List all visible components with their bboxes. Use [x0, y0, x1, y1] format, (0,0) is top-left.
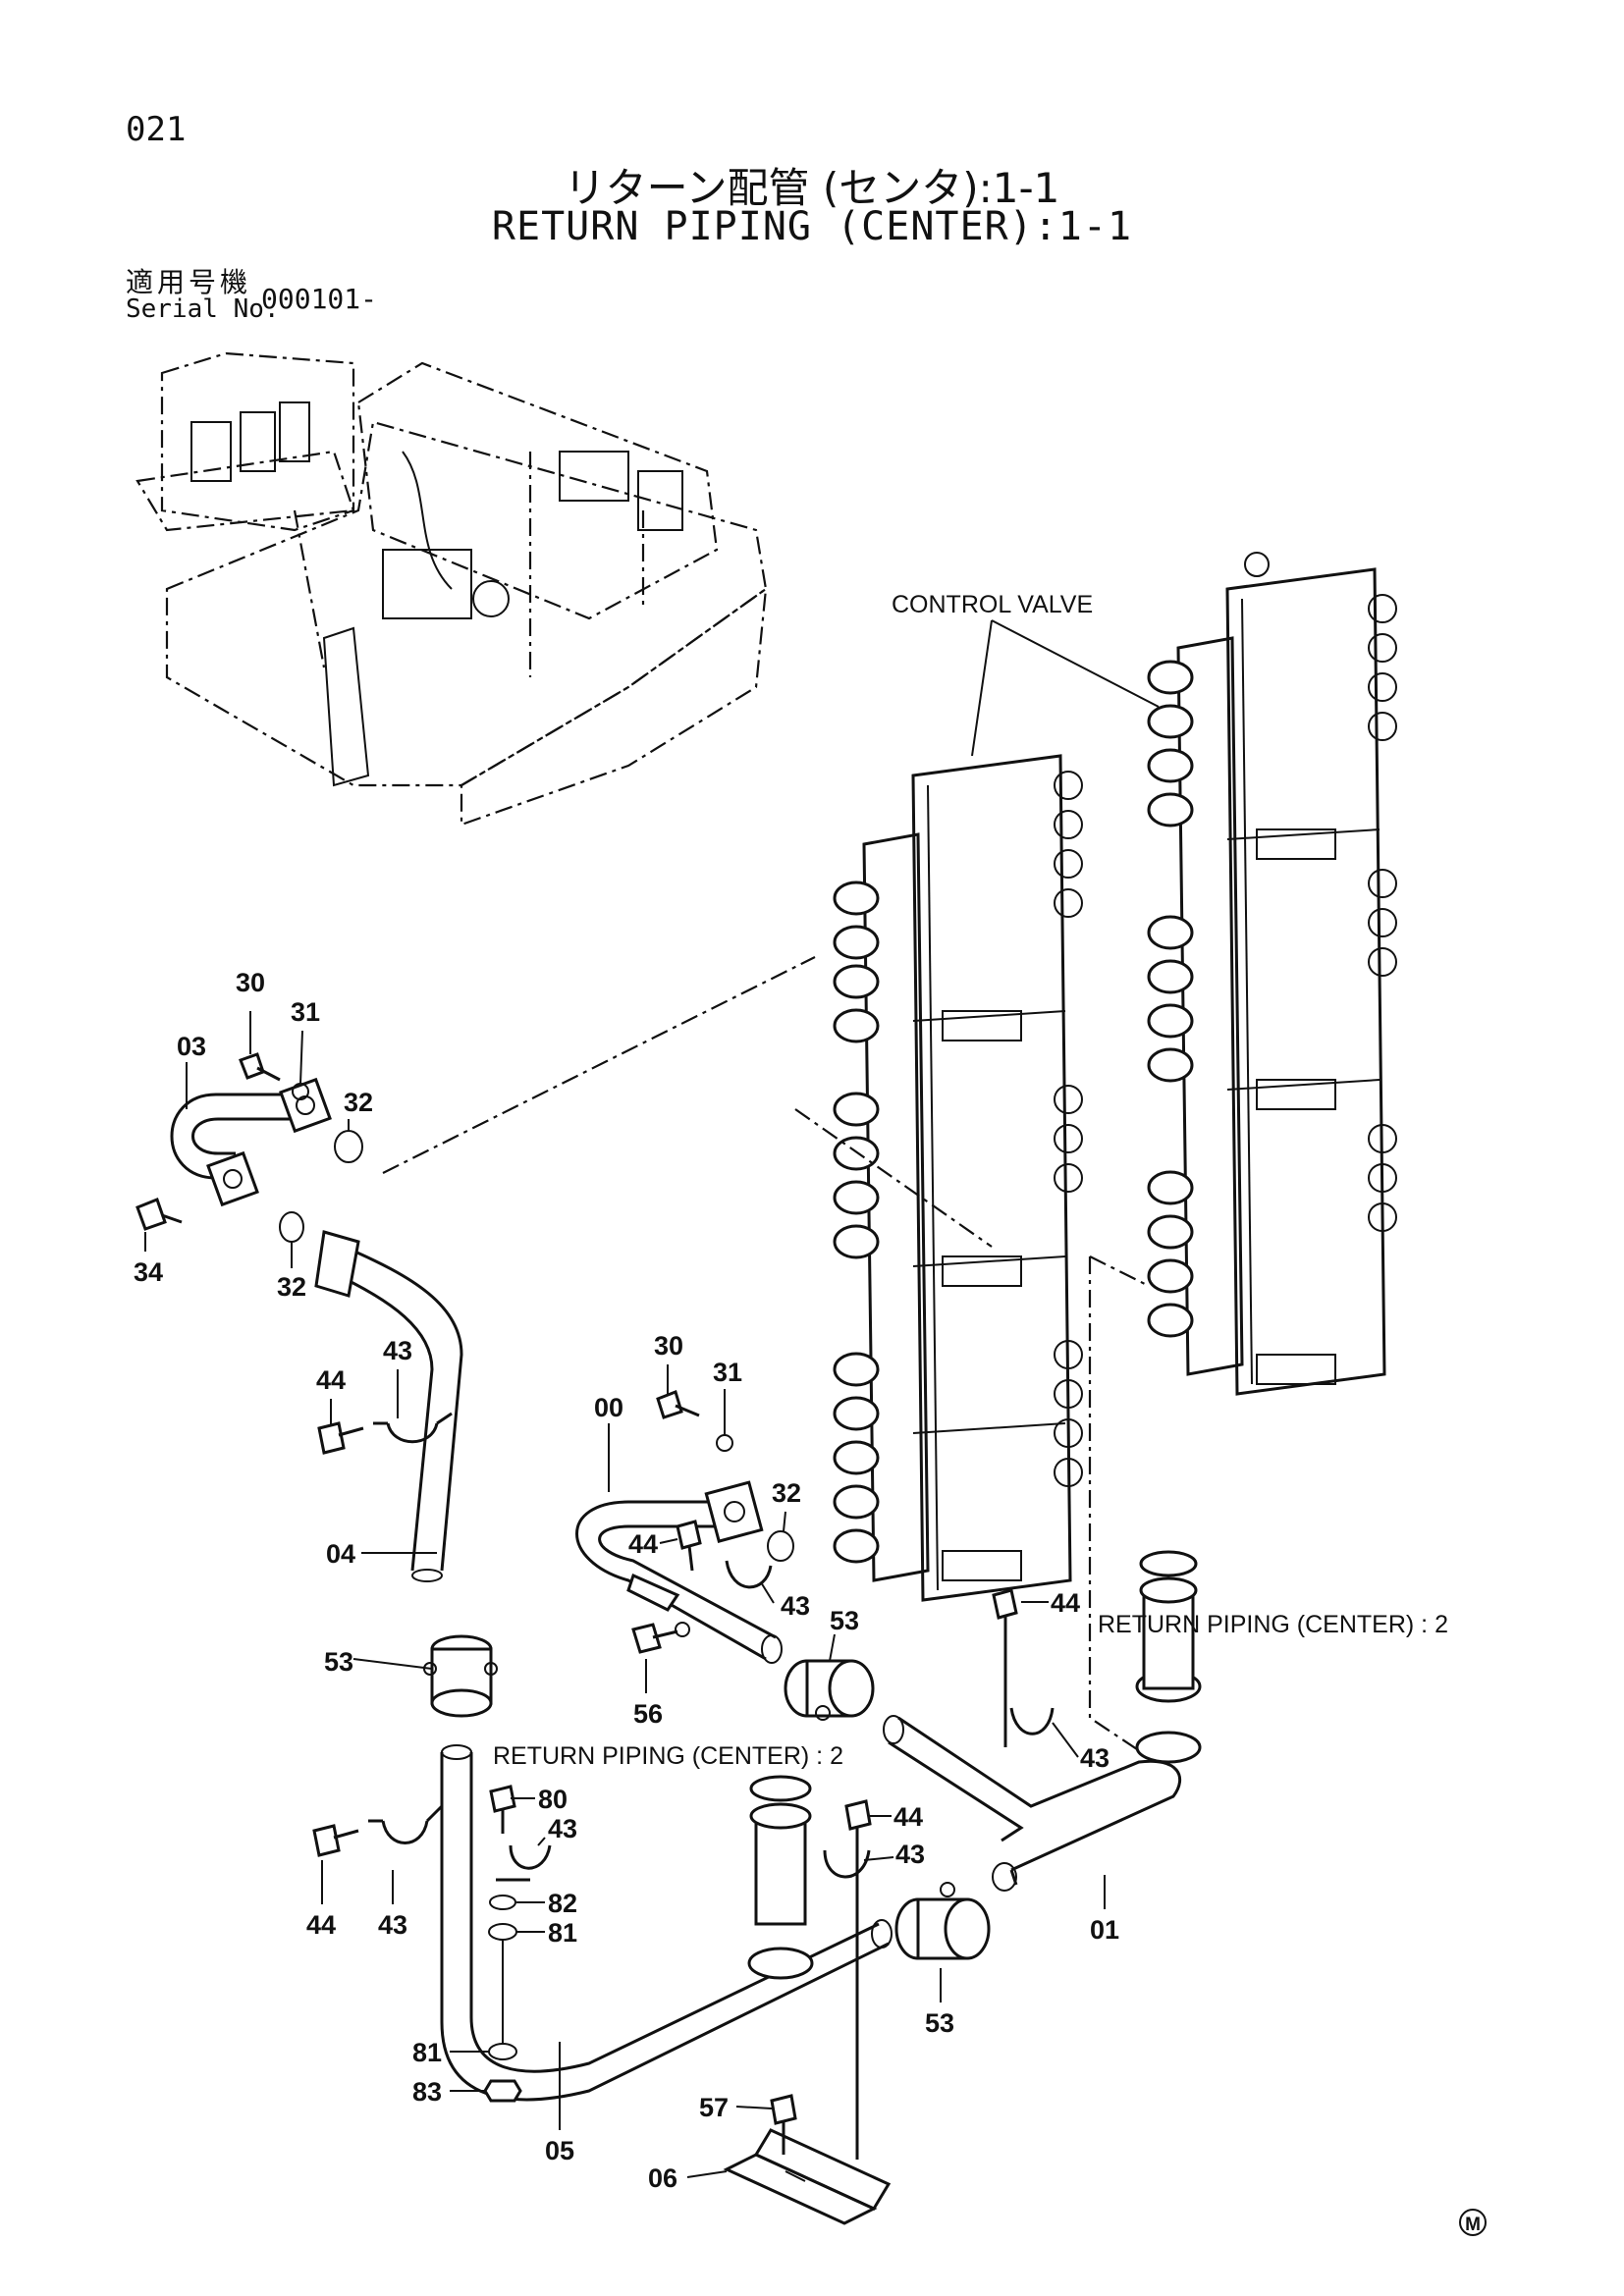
callout-43: 43	[1080, 1743, 1110, 1773]
maker-mark-letter: M	[1465, 2215, 1481, 2235]
pipe-04	[314, 1230, 463, 1582]
cross-ref-right: RETURN PIPING (CENTER) : 2	[1098, 1611, 1448, 1638]
callout-01: 01	[1090, 1915, 1119, 1945]
u-pipe-03	[170, 1077, 332, 1207]
callout-32: 32	[772, 1478, 801, 1508]
bolt-44-upper	[317, 1421, 364, 1455]
clamp-43-upper	[373, 1412, 453, 1444]
serial-value: 000101-	[261, 283, 378, 315]
o-ring-32-upper	[334, 1130, 363, 1163]
bolt-34	[135, 1198, 183, 1231]
callout-03: 03	[177, 1032, 206, 1061]
callout-53: 53	[925, 2008, 954, 2038]
callout-30: 30	[236, 968, 265, 997]
o-ring-32-center	[767, 1530, 794, 1562]
hose-53-center	[784, 1659, 875, 1721]
callout-30: 30	[654, 1331, 683, 1361]
callout-44: 44	[893, 1802, 923, 1832]
bolt-80	[489, 1785, 516, 1834]
callout-53: 53	[830, 1606, 859, 1635]
callout-43: 43	[383, 1336, 412, 1365]
callout-43: 43	[378, 1910, 407, 1940]
control-valve-stack-left	[833, 754, 1083, 1602]
control-valve-stack-right	[1147, 552, 1397, 1396]
hose-53-upper	[423, 1634, 498, 1718]
callout-44: 44	[316, 1365, 346, 1395]
washer-81-upper	[488, 1923, 517, 1941]
bolt-56	[631, 1622, 690, 1654]
machine-overview-illustration	[135, 351, 768, 827]
nut-83	[483, 2079, 522, 2103]
callout-31: 31	[713, 1358, 742, 1387]
callout-83: 83	[412, 2077, 442, 2107]
callout-00: 00	[594, 1393, 623, 1422]
callout-53: 53	[324, 1647, 353, 1677]
pipe-01	[883, 1550, 1202, 1892]
bolt-44-lower-left	[312, 1824, 359, 1857]
page-title-en: RETURN PIPING (CENTER):1-1	[491, 204, 1133, 249]
callout-31: 31	[291, 997, 320, 1027]
bolt-44-center	[676, 1520, 702, 1572]
serial-label-en: Serial No.	[126, 294, 280, 324]
washer-31-center	[716, 1434, 733, 1452]
clamp-43-lower-right	[823, 1849, 871, 1879]
callout-05: 05	[545, 2136, 574, 2165]
callout-34: 34	[134, 1257, 163, 1287]
leader-lines	[144, 1011, 1106, 2178]
clamp-43-lower-mid	[496, 1844, 552, 1882]
washer-82	[489, 1895, 516, 1910]
callout-81: 81	[412, 2038, 442, 2067]
callout-80: 80	[538, 1785, 568, 1814]
bracket-06	[723, 2128, 892, 2225]
washer-81-lower	[488, 2043, 517, 2060]
page-title-jp: リターン配管 (センタ):1-1	[564, 164, 1060, 212]
bolt-30-upper	[239, 1052, 281, 1082]
control-valve-label: CONTROL VALVE	[892, 591, 1093, 618]
callout-82: 82	[548, 1889, 577, 1918]
callout-04: 04	[326, 1539, 355, 1569]
callout-57: 57	[699, 2093, 729, 2122]
callout-43: 43	[548, 1814, 577, 1843]
bolt-44-lower-mid	[844, 1799, 872, 2160]
flange-ref-lower	[747, 1775, 814, 1980]
serial-label-jp: 適用号機	[126, 266, 252, 298]
callout-43: 43	[895, 1840, 925, 1869]
callout-81: 81	[548, 1918, 577, 1948]
callout-56: 56	[633, 1699, 663, 1729]
bolt-30-center	[656, 1390, 700, 1419]
callout-44: 44	[628, 1529, 658, 1559]
callout-44: 44	[306, 1910, 336, 1940]
clamp-43-lower-left	[368, 1804, 444, 1844]
cross-ref-left: RETURN PIPING (CENTER) : 2	[493, 1742, 843, 1770]
bolt-57	[770, 2094, 797, 2155]
callout-labels: 30 31 03 32 34 32 44 43 04 53 30 31 00 3…	[134, 968, 1119, 2193]
clamp-43-right	[1009, 1707, 1055, 1735]
clamp-43-center	[725, 1560, 773, 1589]
pipe-00	[575, 1480, 783, 1664]
callout-32: 32	[344, 1088, 373, 1117]
callout-06: 06	[648, 2163, 677, 2193]
page-number: 021	[126, 110, 187, 149]
maker-mark: M	[1459, 2209, 1487, 2236]
bolt-44-right	[992, 1588, 1018, 1747]
callout-44: 44	[1051, 1588, 1080, 1618]
o-ring-32-lower	[279, 1211, 304, 1243]
callout-32: 32	[277, 1272, 306, 1302]
callout-43: 43	[781, 1591, 810, 1621]
hose-53-lower	[894, 1882, 991, 1960]
